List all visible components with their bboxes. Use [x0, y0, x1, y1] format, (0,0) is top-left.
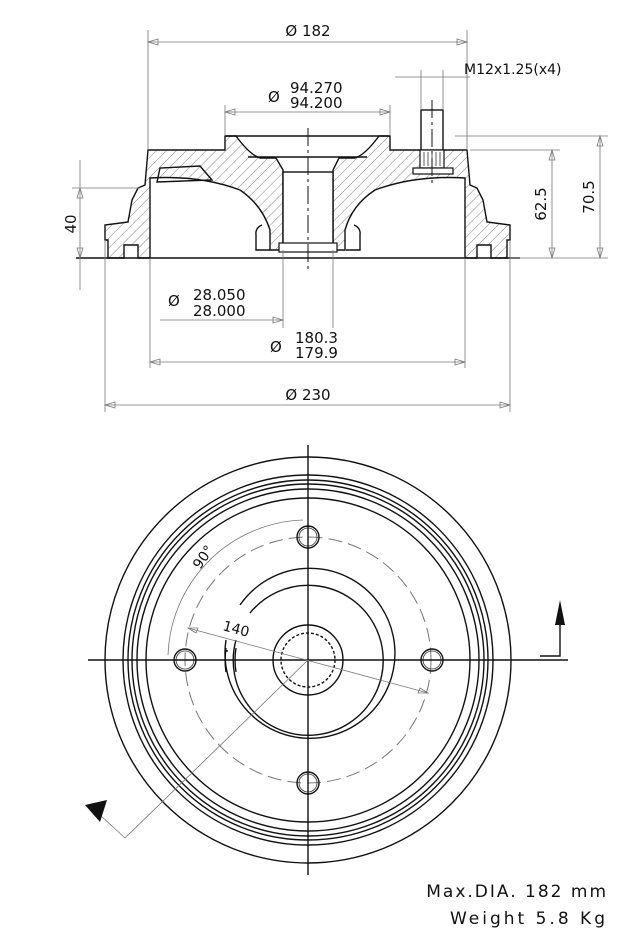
- dim-height-70-5: 70.5: [580, 180, 598, 213]
- dim-outer-diameter: Ø 182: [285, 22, 330, 40]
- weight-spec: Weight 5.8 Kg: [450, 909, 608, 929]
- dim-height-40: 40: [62, 214, 80, 233]
- dim-overall-diameter: Ø 230: [285, 386, 330, 404]
- pcd-label: 140: [221, 618, 251, 640]
- dim-inner-lower: 179.9: [295, 344, 338, 362]
- section-view: Ø 182 M12x1.25(x4) Ø 94.270 94.200 62.5 …: [62, 22, 608, 412]
- dim-height-62-5: 62.5: [532, 187, 550, 220]
- section-arrow-left: [85, 800, 107, 822]
- section-arrow-right: [555, 600, 565, 625]
- dim-inner-upper: 180.3: [295, 329, 338, 347]
- dim-bore-lower: 28.000: [193, 302, 246, 320]
- dim-bore-symbol: Ø: [168, 292, 180, 310]
- angle-label: 90°: [190, 543, 217, 573]
- dim-bore-upper: 28.050: [193, 286, 246, 304]
- dim-thread: M12x1.25(x4): [464, 62, 561, 78]
- dim-hub-lower: 94.200: [290, 94, 343, 112]
- dim-hub-symbol: Ø: [268, 88, 280, 106]
- dim-inner-symbol: Ø: [270, 338, 282, 356]
- dim-hub-upper: 94.270: [290, 79, 343, 97]
- max-diameter-spec: Max.DIA. 182 mm: [426, 882, 608, 902]
- plan-view: 90° 140: [85, 445, 568, 875]
